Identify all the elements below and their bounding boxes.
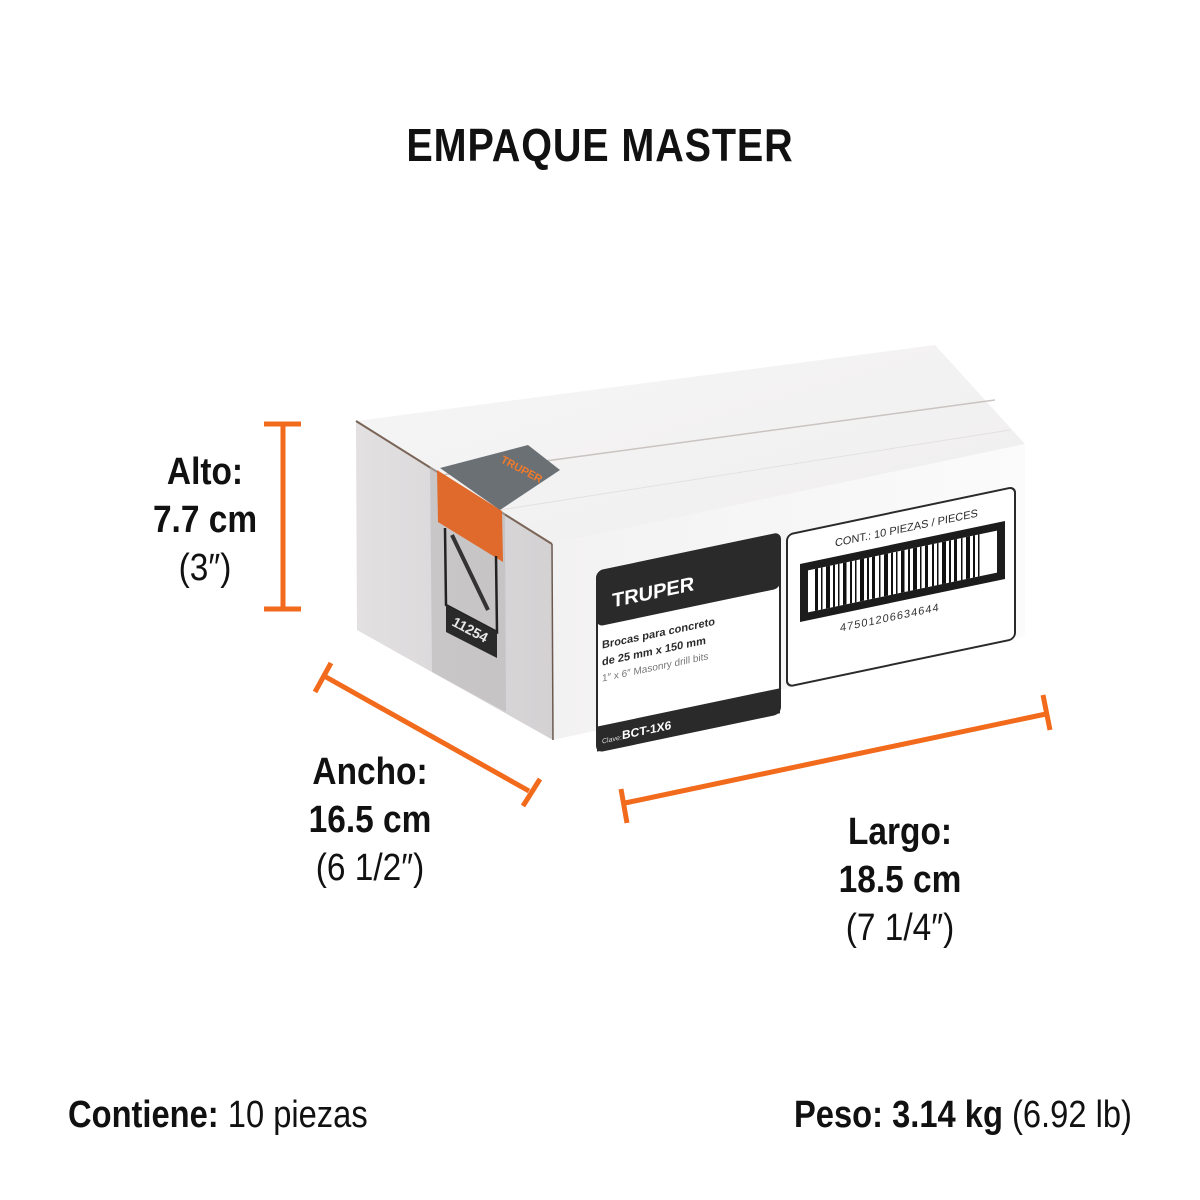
largo-imperial: (7 1/4″) — [845, 907, 955, 949]
largo-label: Largo: — [847, 811, 953, 853]
weight-info: Peso: 3.14 kg (6.92 lb) — [794, 1094, 1132, 1137]
alto-marker — [264, 421, 301, 612]
peso-value: 3.14 kg — [892, 1094, 1004, 1136]
ancho-dimension: Ancho: 16.5 cm (6 1/2″) — [270, 748, 470, 892]
product-label: TRUPER Brocas para concreto de 25 mm x 1… — [596, 533, 781, 752]
dimension-markers — [264, 421, 1053, 824]
contents-info: Contiene: 10 piezas — [68, 1094, 368, 1137]
orange-seal-sticker — [437, 470, 503, 562]
barcode-label: CONT.: 10 PIEZAS / PIECES 47501 — [786, 486, 1016, 687]
alto-metric: 7.7 cm — [152, 499, 258, 541]
largo-metric: 18.5 cm — [838, 859, 962, 901]
contiene-value: 10 piezas — [227, 1094, 368, 1136]
clave-label: Clave: — [602, 734, 622, 745]
box: TRUPER 11254 TRUPER Brocas para concreto… — [355, 345, 1025, 752]
peso-imperial: (6.92 lb) — [1012, 1094, 1132, 1136]
largo-dimension: Largo: 18.5 cm (7 1/4″) — [790, 808, 1010, 952]
contiene-label: Contiene: — [68, 1094, 219, 1136]
barcode — [815, 534, 980, 611]
alto-dimension: Alto: 7.7 cm (3″) — [140, 448, 270, 592]
largo-marker — [618, 694, 1053, 824]
ancho-imperial: (6 1/2″) — [315, 847, 425, 889]
page-title: EMPAQUE MASTER — [406, 119, 794, 171]
alto-imperial: (3″) — [178, 547, 232, 589]
ancho-marker — [312, 661, 543, 808]
ancho-label: Ancho: — [312, 751, 428, 793]
grey-seal-sticker — [440, 445, 560, 510]
ancho-metric: 16.5 cm — [308, 799, 432, 841]
peso-label: Peso: — [794, 1094, 884, 1136]
alto-label: Alto: — [166, 451, 244, 493]
